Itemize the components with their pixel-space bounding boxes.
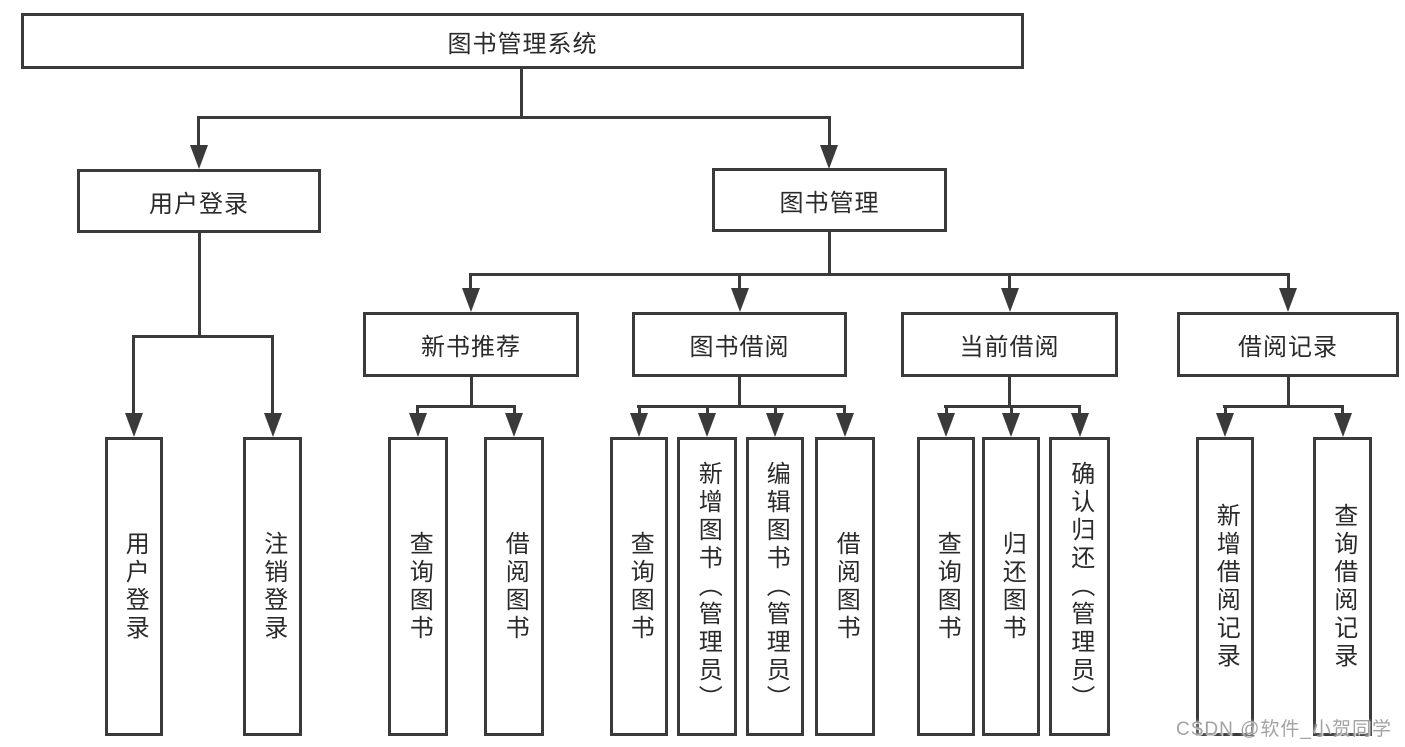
connector-borrowing-leaf2 [706, 405, 709, 419]
leaf-newrec-borrow-books-label: 借阅图书 [501, 530, 529, 643]
node-user-login-label: 用户登录 [149, 190, 249, 218]
leaf-borrow-add-books: 新增图书（管理员） [677, 437, 737, 736]
arrowhead-records [1279, 288, 1297, 312]
leaf-borrow-edit-books: 编辑图书（管理员） [746, 437, 804, 736]
arrowhead-records-leaf1 [1216, 413, 1234, 437]
connector-root-stub [520, 69, 523, 118]
leaf-logout-label: 注销登录 [259, 530, 287, 643]
node-book-management-label: 图书管理 [779, 189, 880, 217]
leaf-borrow-query-books: 查询图书 [610, 437, 668, 736]
arrowhead-borrowing [731, 288, 749, 312]
connector-current-leaf1 [945, 405, 948, 419]
connector-borrowing-leaf4 [843, 405, 846, 419]
connector-newbooks-bus [416, 405, 516, 408]
connector-newbooks-leaf1 [416, 405, 419, 419]
leaf-current-query-books: 查询图书 [917, 437, 975, 736]
node-borrowing-records-label: 借阅记录 [1238, 334, 1338, 361]
leaf-user-login-label: 用户登录 [121, 530, 149, 643]
connector-management-bus [469, 273, 1290, 276]
leaf-borrow-query-books-label: 查询图书 [626, 530, 654, 643]
leaf-current-confirm-return: 确认归还（管理员） [1049, 437, 1110, 736]
arrowhead-current-leaf3 [1071, 413, 1089, 437]
arrowhead-records-leaf2 [1334, 413, 1352, 437]
connector-current-leaf2 [1010, 405, 1013, 419]
connector-borrowing-stub [738, 377, 741, 408]
connector-records-leaf2 [1341, 405, 1344, 419]
node-book-borrowing: 图书借阅 [632, 312, 847, 377]
leaf-borrow-edit-books-label: 编辑图书（管理员） [762, 460, 790, 713]
connector-login-to-leaf1 [132, 335, 135, 416]
connector-login-to-leaf2 [271, 335, 274, 416]
arrowhead-current-leaf2 [1002, 413, 1020, 437]
node-book-management: 图书管理 [712, 168, 947, 232]
connector-records-stub [1287, 377, 1290, 408]
node-user-login: 用户登录 [77, 169, 321, 233]
leaf-records-query-record: 查询借阅记录 [1313, 437, 1372, 736]
node-new-book-recommend-label: 新书推荐 [421, 334, 521, 361]
arrowhead-login-leaf1 [125, 413, 143, 437]
arrowhead-borrowing-leaf2 [698, 413, 716, 437]
arrowhead-to-management [820, 145, 838, 169]
connector-borrowing-bus [637, 405, 846, 408]
arrowhead-to-login [190, 145, 208, 169]
connector-records-leaf1 [1224, 405, 1227, 419]
connector-to-borrowing [738, 273, 741, 293]
leaf-current-return-books-label: 归还图书 [998, 530, 1026, 643]
leaf-records-add-record: 新增借阅记录 [1196, 437, 1254, 736]
arrowhead-borrowing-leaf1 [630, 413, 648, 437]
connector-management-stub [828, 232, 831, 275]
leaf-borrow-add-books-label: 新增图书（管理员） [694, 460, 722, 713]
watermark-text: CSDN @软件_小贺同学 [1176, 719, 1392, 740]
connector-login-stub [198, 233, 201, 337]
arrowhead-current [1001, 288, 1019, 312]
connector-to-new-books [469, 273, 472, 293]
leaf-user-login: 用户登录 [105, 437, 163, 736]
leaf-current-query-books-label: 查询图书 [933, 530, 961, 643]
arrowhead-login-leaf2 [264, 413, 282, 437]
node-new-book-recommend: 新书推荐 [363, 312, 579, 377]
connector-root-to-login [197, 116, 200, 151]
node-root-label: 图书管理系统 [447, 30, 598, 58]
connector-newbooks-stub [470, 377, 473, 408]
arrowhead-newbooks-leaf1 [409, 413, 427, 437]
leaf-current-return-books: 归还图书 [982, 437, 1040, 736]
arrowhead-new-books [462, 288, 480, 312]
leaf-records-add-record-label: 新增借阅记录 [1212, 502, 1240, 671]
connector-current-stub [1008, 377, 1011, 408]
leaf-borrow-borrow-books: 借阅图书 [815, 437, 875, 736]
connector-current-leaf3 [1078, 405, 1081, 419]
leaf-current-confirm-return-label: 确认归还（管理员） [1066, 460, 1094, 713]
connector-borrowing-leaf3 [774, 405, 777, 419]
node-book-borrowing-label: 图书借阅 [689, 334, 790, 361]
node-current-borrowing-label: 当前借阅 [959, 334, 1060, 361]
arrowhead-borrowing-leaf3 [766, 413, 784, 437]
node-current-borrowing: 当前借阅 [901, 312, 1118, 377]
arrowhead-borrowing-leaf4 [836, 413, 854, 437]
leaf-newrec-borrow-books: 借阅图书 [484, 437, 544, 736]
connector-records-bus [1223, 405, 1344, 408]
connector-newbooks-leaf2 [513, 405, 516, 419]
leaf-borrow-borrow-books-label: 借阅图书 [832, 530, 860, 643]
leaf-logout: 注销登录 [243, 437, 302, 736]
connector-root-bus [197, 116, 831, 119]
connector-to-records [1287, 273, 1290, 293]
connector-borrowing-leaf1 [638, 405, 641, 419]
arrowhead-current-leaf1 [937, 413, 955, 437]
leaf-records-query-record-label: 查询借阅记录 [1329, 502, 1357, 671]
node-root: 图书管理系统 [21, 13, 1024, 69]
connector-root-to-management [828, 116, 831, 151]
leaf-newrec-query-books: 查询图书 [388, 437, 448, 736]
node-borrowing-records: 借阅记录 [1177, 312, 1399, 377]
connector-login-bus [132, 335, 274, 338]
leaf-newrec-query-books-label: 查询图书 [405, 530, 433, 643]
connector-to-current [1008, 273, 1011, 293]
arrowhead-newbooks-leaf2 [505, 413, 523, 437]
